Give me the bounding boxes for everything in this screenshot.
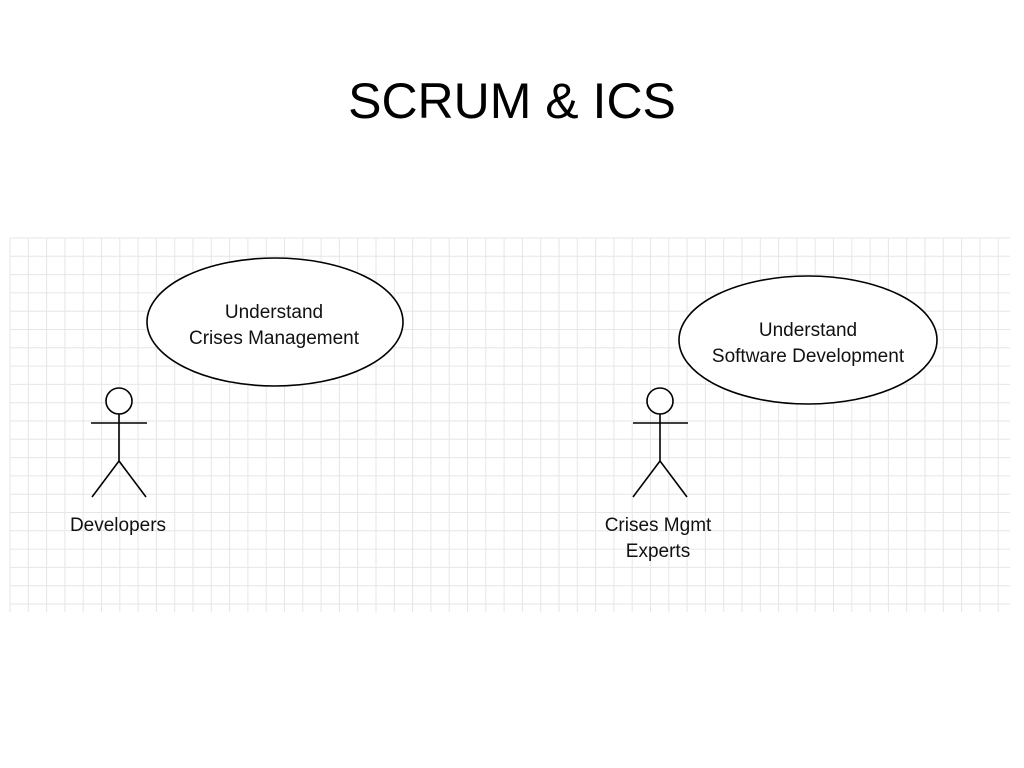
use-case-label-line-2: Crises Management: [189, 328, 360, 349]
use-case-understand-software-development: Understand Software Development: [678, 275, 938, 405]
actor-label-line-2: Experts: [626, 541, 690, 562]
use-case-label-line-1: Understand: [225, 302, 323, 323]
actor-label: Developers: [70, 515, 166, 536]
stick-figure-icon: [91, 387, 147, 498]
actor-developers: Developers: [70, 387, 166, 536]
actor-crises-mgmt-experts: Crises Mgmt Experts: [605, 387, 712, 562]
actor-label-line-1: Crises Mgmt: [605, 515, 712, 536]
use-case-label-line-2: Software Development: [712, 346, 905, 367]
stick-figure-icon: [632, 387, 688, 498]
use-case-label-line-1: Understand: [759, 320, 857, 341]
slide-title: SCRUM & ICS: [348, 73, 676, 129]
use-case-understand-crises-management: Understand Crises Management: [146, 257, 404, 387]
